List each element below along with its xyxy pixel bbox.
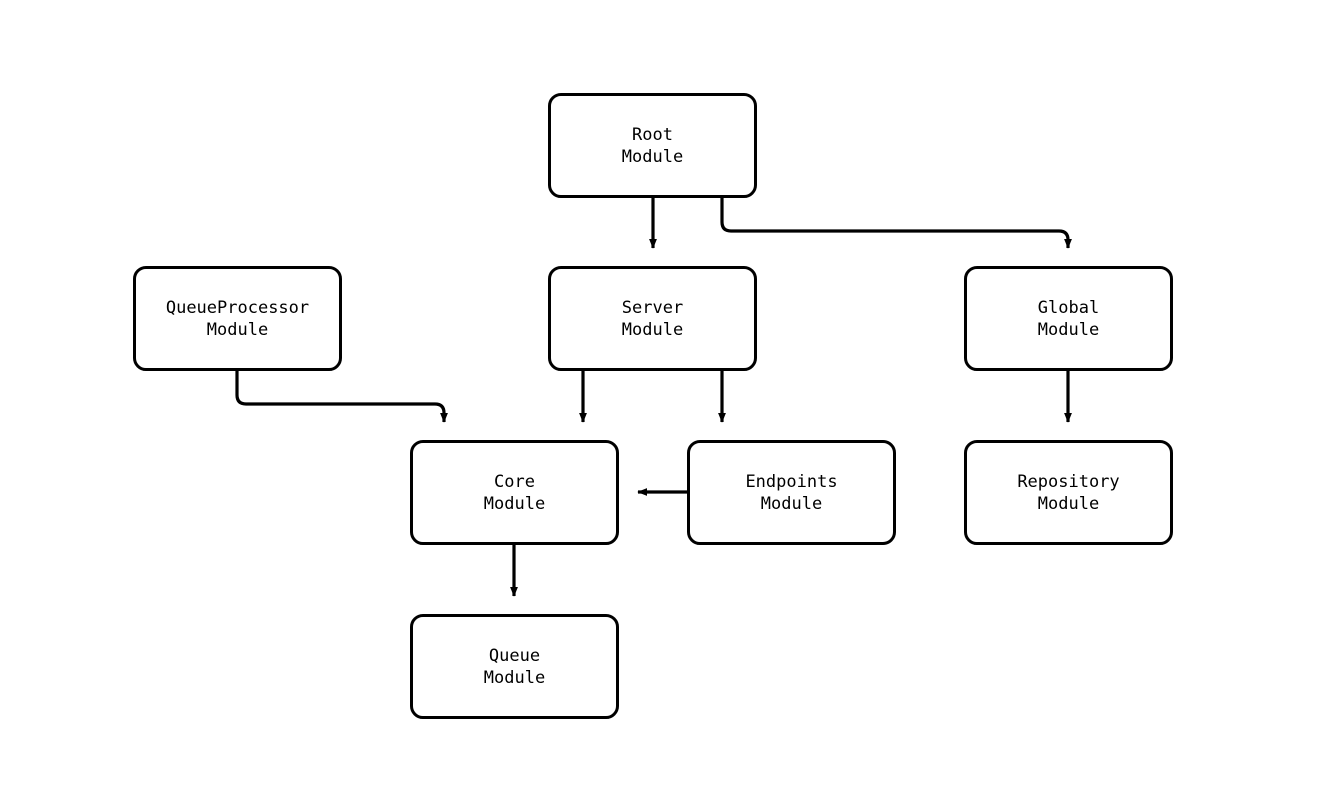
node-queue-module-line2: Module (483, 667, 546, 688)
node-root-module-line1: Root (632, 124, 673, 145)
node-queue-module[interactable]: Queue Module (410, 614, 619, 719)
node-global-module-line2: Module (1037, 319, 1100, 340)
node-endpoints-module[interactable]: Endpoints Module (687, 440, 896, 545)
node-repository-module-line1: Repository (1017, 471, 1120, 492)
node-global-module[interactable]: Global Module (964, 266, 1173, 371)
node-core-module-line1: Core (494, 471, 535, 492)
node-server-module-line2: Module (621, 319, 684, 340)
node-endpoints-module-line1: Endpoints (745, 471, 838, 492)
node-server-module[interactable]: Server Module (548, 266, 757, 371)
node-repository-module[interactable]: Repository Module (964, 440, 1173, 545)
node-queueprocessor-module[interactable]: QueueProcessor Module (133, 266, 342, 371)
node-queueprocessor-module-line2: Module (206, 319, 269, 340)
node-queueprocessor-module-line1: QueueProcessor (165, 297, 310, 318)
edge-root-global (720, 198, 1072, 249)
node-endpoints-module-line2: Module (760, 493, 823, 514)
node-repository-module-line2: Module (1037, 493, 1100, 514)
node-core-module-line2: Module (483, 493, 546, 514)
edge-queueprocessor-core (235, 371, 448, 423)
node-queue-module-line1: Queue (488, 645, 541, 666)
node-server-module-line1: Server (621, 297, 684, 318)
node-global-module-line1: Global (1037, 297, 1100, 318)
node-root-module[interactable]: Root Module (548, 93, 757, 198)
node-core-module[interactable]: Core Module (410, 440, 619, 545)
node-root-module-line2: Module (621, 146, 684, 167)
